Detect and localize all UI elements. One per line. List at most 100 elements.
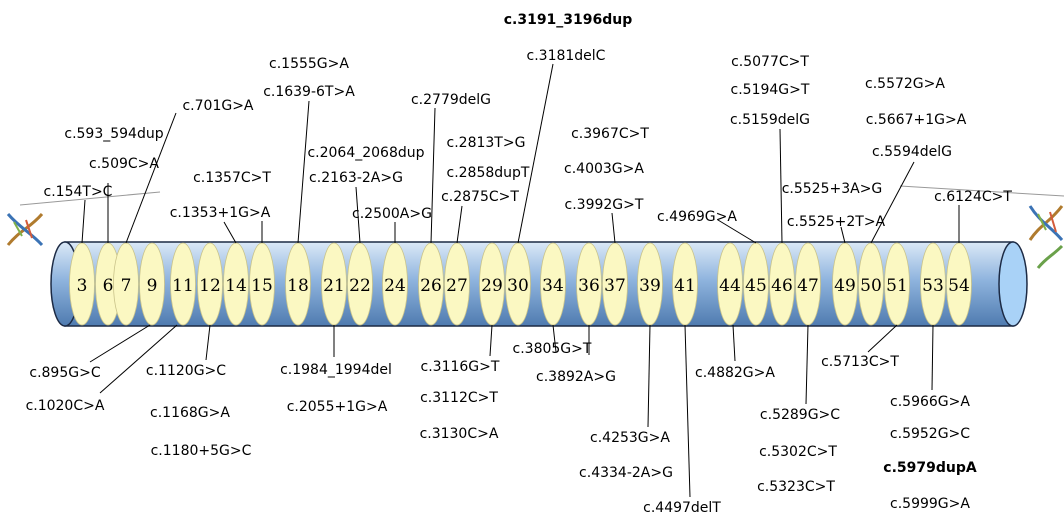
below-mutation-label: c.5999G>A (890, 496, 970, 512)
connector-line (205, 324, 211, 361)
above-mutation-label: c.1357C>T (193, 170, 271, 186)
exon-label: 39 (639, 276, 661, 296)
connector-line (355, 186, 361, 244)
exon-label: 22 (349, 276, 371, 296)
above-mutation-label: c.2064_2068dup (307, 145, 424, 161)
above-mutation-label: c.4969G>A (657, 209, 737, 225)
below-mutation-label: c.895G>C (29, 365, 100, 381)
strand-line (899, 185, 1064, 197)
above-mutation-label: c.1639-6T>A (263, 84, 355, 100)
above-mutation-label: c.4003G>A (564, 161, 644, 177)
below-mutation-label: c.4497delT (643, 500, 721, 516)
exon-label: 14 (225, 276, 247, 296)
connector-line (81, 199, 86, 244)
exon-label: 50 (860, 276, 882, 296)
above-mutation-label: c.701G>A (182, 98, 253, 114)
dna-helix-icon (6, 213, 44, 247)
connector-line (223, 221, 237, 244)
connector-line (684, 324, 691, 498)
above-mutation-label: c.2163-2A>G (309, 170, 403, 186)
above-mutation-label: c.5159delG (730, 112, 810, 128)
exon-label: 3 (77, 276, 88, 296)
exon-label: 9 (147, 276, 158, 296)
below-mutation-label: c.3116G>T (421, 359, 500, 375)
above-mutation-label: c.5194G>T (731, 82, 810, 98)
below-mutation-label: c.4334-2A>G (579, 465, 673, 481)
exon-label: 15 (251, 276, 273, 296)
connector-line (297, 100, 310, 244)
above-mutation-label: c.5525+3A>G (782, 181, 883, 197)
exon-label: 29 (481, 276, 503, 296)
above-mutation-label: c.5594delG (872, 144, 952, 160)
connector-line (779, 128, 783, 244)
below-mutation-label: c.3892A>G (536, 369, 616, 385)
below-mutation-label: c.5713C>T (821, 354, 899, 370)
connector-line (489, 324, 493, 357)
connector-line (931, 324, 934, 391)
connector-line (840, 226, 846, 244)
above-mutation-label: c.3992G>T (565, 197, 644, 213)
connector-line (732, 324, 736, 362)
exon-label: 37 (604, 276, 626, 296)
above-mutation-label: c.3967C>T (571, 126, 649, 142)
below-mutation-label: c.5289G>C (760, 407, 840, 423)
exon-label: 53 (922, 276, 944, 296)
connector-line (647, 324, 651, 428)
exon-label: 41 (674, 276, 696, 296)
above-mutation-label: c.3181delC (527, 48, 606, 64)
connector-line (805, 324, 809, 405)
below-mutation-label: c.1180+5G>C (151, 443, 252, 459)
connector-line (717, 219, 757, 244)
above-mutation-label: c.2875C>T (441, 189, 519, 205)
above-mutation-label: c.2858dupT (447, 165, 530, 181)
above-mutation-label: c.2500A>G (352, 206, 432, 222)
exon-label: 47 (797, 276, 819, 296)
above-mutation-label: c.6124C>T (934, 189, 1012, 205)
below-mutation-label: c.2055+1G>A (287, 399, 388, 415)
exon-label: 26 (420, 276, 442, 296)
exon-label: 11 (172, 276, 194, 296)
below-mutation-label: c.5979dupA (883, 460, 977, 476)
connector-line (125, 112, 177, 244)
exon-label: 12 (199, 276, 221, 296)
below-mutation-label: c.4882G>A (695, 365, 775, 381)
above-mutation-label: c.509C>A (89, 156, 159, 172)
exon-label: 46 (771, 276, 793, 296)
below-mutation-label: c.3805G>T (513, 341, 592, 357)
exon-label: 7 (121, 276, 132, 296)
above-mutation-label: c.5525+2T>A (787, 214, 886, 230)
exon-label: 24 (384, 276, 406, 296)
exon-44 (717, 242, 743, 326)
exon-11 (170, 242, 196, 326)
connector-line (456, 205, 463, 244)
below-mutation-label: c.5323C>T (757, 479, 835, 495)
below-mutation-label: c.3130C>A (420, 426, 499, 442)
connector-line (430, 107, 436, 244)
exon-label: 18 (287, 276, 309, 296)
connector-line (867, 324, 898, 353)
above-mutation-label: c.154T>C (44, 184, 113, 200)
connector-line (99, 324, 178, 394)
below-mutation-label: c.1984_1994del (280, 362, 392, 378)
below-mutation-label: c.1020C>A (26, 398, 105, 414)
exon-label: 27 (446, 276, 468, 296)
connector-line (517, 63, 554, 244)
connector-line (89, 324, 151, 363)
above-mutation-label: c.5077C>T (731, 54, 809, 70)
exon-label: 45 (745, 276, 767, 296)
below-mutation-label: c.5302C>T (759, 444, 837, 460)
above-mutation-label: c.593_594dup (64, 126, 163, 142)
below-mutation-label: c.4253G>A (590, 430, 670, 446)
below-mutation-label: c.5966G>A (890, 394, 970, 410)
below-mutation-label: c.5952G>C (890, 426, 970, 442)
above-mutation-label: c.5572G>A (865, 76, 945, 92)
exon-label: 34 (542, 276, 564, 296)
exon-label: 30 (507, 276, 529, 296)
exon-label: 51 (886, 276, 908, 296)
strand-line (19, 191, 161, 206)
exon-label: 21 (323, 276, 345, 296)
connector-line (552, 324, 557, 353)
above-mutation-label: c.1555G>A (269, 56, 349, 72)
exon-label: 54 (948, 276, 970, 296)
